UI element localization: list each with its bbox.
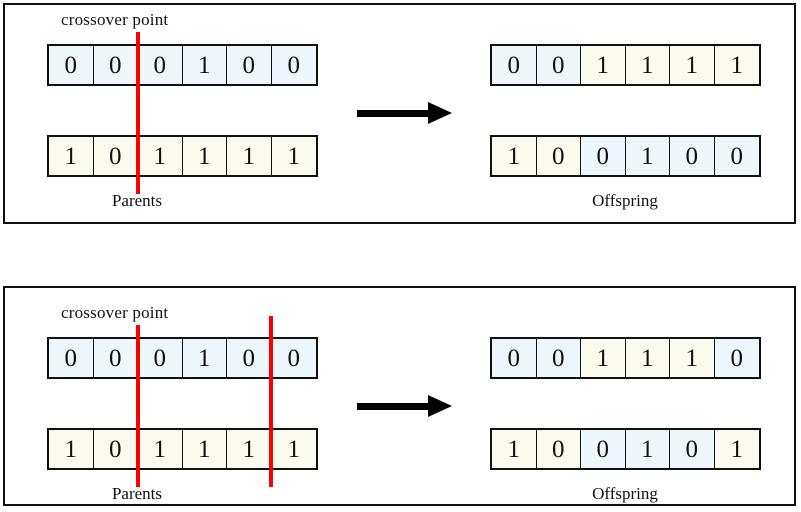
gene-cell: 0 bbox=[227, 46, 272, 84]
crossover-point-label: crossover point bbox=[61, 303, 169, 322]
gene-cell: 0 bbox=[49, 339, 94, 377]
offspring-label: Offspring bbox=[592, 191, 658, 210]
crossover-line-2 bbox=[269, 316, 273, 487]
gene-cell: 1 bbox=[625, 137, 670, 175]
gene-cell: 0 bbox=[536, 137, 581, 175]
gene-cell: 0 bbox=[536, 46, 581, 84]
gene-cell: 0 bbox=[581, 430, 626, 468]
gene-cell: 1 bbox=[227, 137, 272, 175]
gene-cell: 0 bbox=[670, 430, 715, 468]
crossover-point-label: crossover point bbox=[61, 10, 169, 29]
gene-cell: 0 bbox=[138, 46, 183, 84]
crossover-line-1 bbox=[136, 325, 140, 487]
gene-cell: 1 bbox=[625, 46, 670, 84]
right-arrow-icon bbox=[357, 102, 452, 124]
gene-cell: 0 bbox=[536, 430, 581, 468]
gene-cell: 1 bbox=[714, 46, 759, 84]
gene-cell: 0 bbox=[138, 339, 183, 377]
gene-cell: 1 bbox=[182, 339, 227, 377]
gene-cell: 1 bbox=[138, 137, 183, 175]
gene-cell: 0 bbox=[581, 137, 626, 175]
parents-label: Parents bbox=[111, 191, 163, 210]
gene-cell: 1 bbox=[670, 339, 715, 377]
gene-cell: 1 bbox=[581, 46, 626, 84]
offspring-label: Offspring bbox=[592, 484, 658, 503]
gene-cell: 0 bbox=[670, 137, 715, 175]
gene-cell: 0 bbox=[93, 339, 138, 377]
gene-cell: 0 bbox=[49, 46, 94, 84]
gene-cell: 0 bbox=[271, 339, 316, 377]
gene-cell: 0 bbox=[714, 339, 759, 377]
gene-cell: 0 bbox=[93, 46, 138, 84]
gene-cell: 0 bbox=[93, 430, 138, 468]
gene-cell: 1 bbox=[625, 339, 670, 377]
gene-cell: 0 bbox=[536, 339, 581, 377]
crossover-line-1 bbox=[136, 32, 140, 194]
gene-cell: 0 bbox=[93, 137, 138, 175]
gene-cell: 1 bbox=[138, 430, 183, 468]
gene-cell: 1 bbox=[49, 137, 94, 175]
gene-cell: 0 bbox=[492, 46, 537, 84]
gene-cell: 1 bbox=[492, 137, 537, 175]
gene-cell: 0 bbox=[227, 339, 272, 377]
gene-cell: 0 bbox=[492, 339, 537, 377]
gene-cell: 1 bbox=[227, 430, 272, 468]
gene-cell: 1 bbox=[49, 430, 94, 468]
gene-cell: 1 bbox=[271, 137, 316, 175]
gene-cell: 1 bbox=[182, 137, 227, 175]
gene-cell: 1 bbox=[492, 430, 537, 468]
gene-cell: 0 bbox=[714, 137, 759, 175]
gene-cell: 1 bbox=[625, 430, 670, 468]
parents-label: Parents bbox=[111, 484, 163, 503]
gene-cell: 1 bbox=[182, 430, 227, 468]
right-arrow-icon bbox=[357, 395, 452, 417]
gene-cell: 1 bbox=[670, 46, 715, 84]
gene-cell: 0 bbox=[271, 46, 316, 84]
gene-cell: 1 bbox=[714, 430, 759, 468]
gene-cell: 1 bbox=[581, 339, 626, 377]
gene-cell: 1 bbox=[271, 430, 316, 468]
gene-cell: 1 bbox=[182, 46, 227, 84]
